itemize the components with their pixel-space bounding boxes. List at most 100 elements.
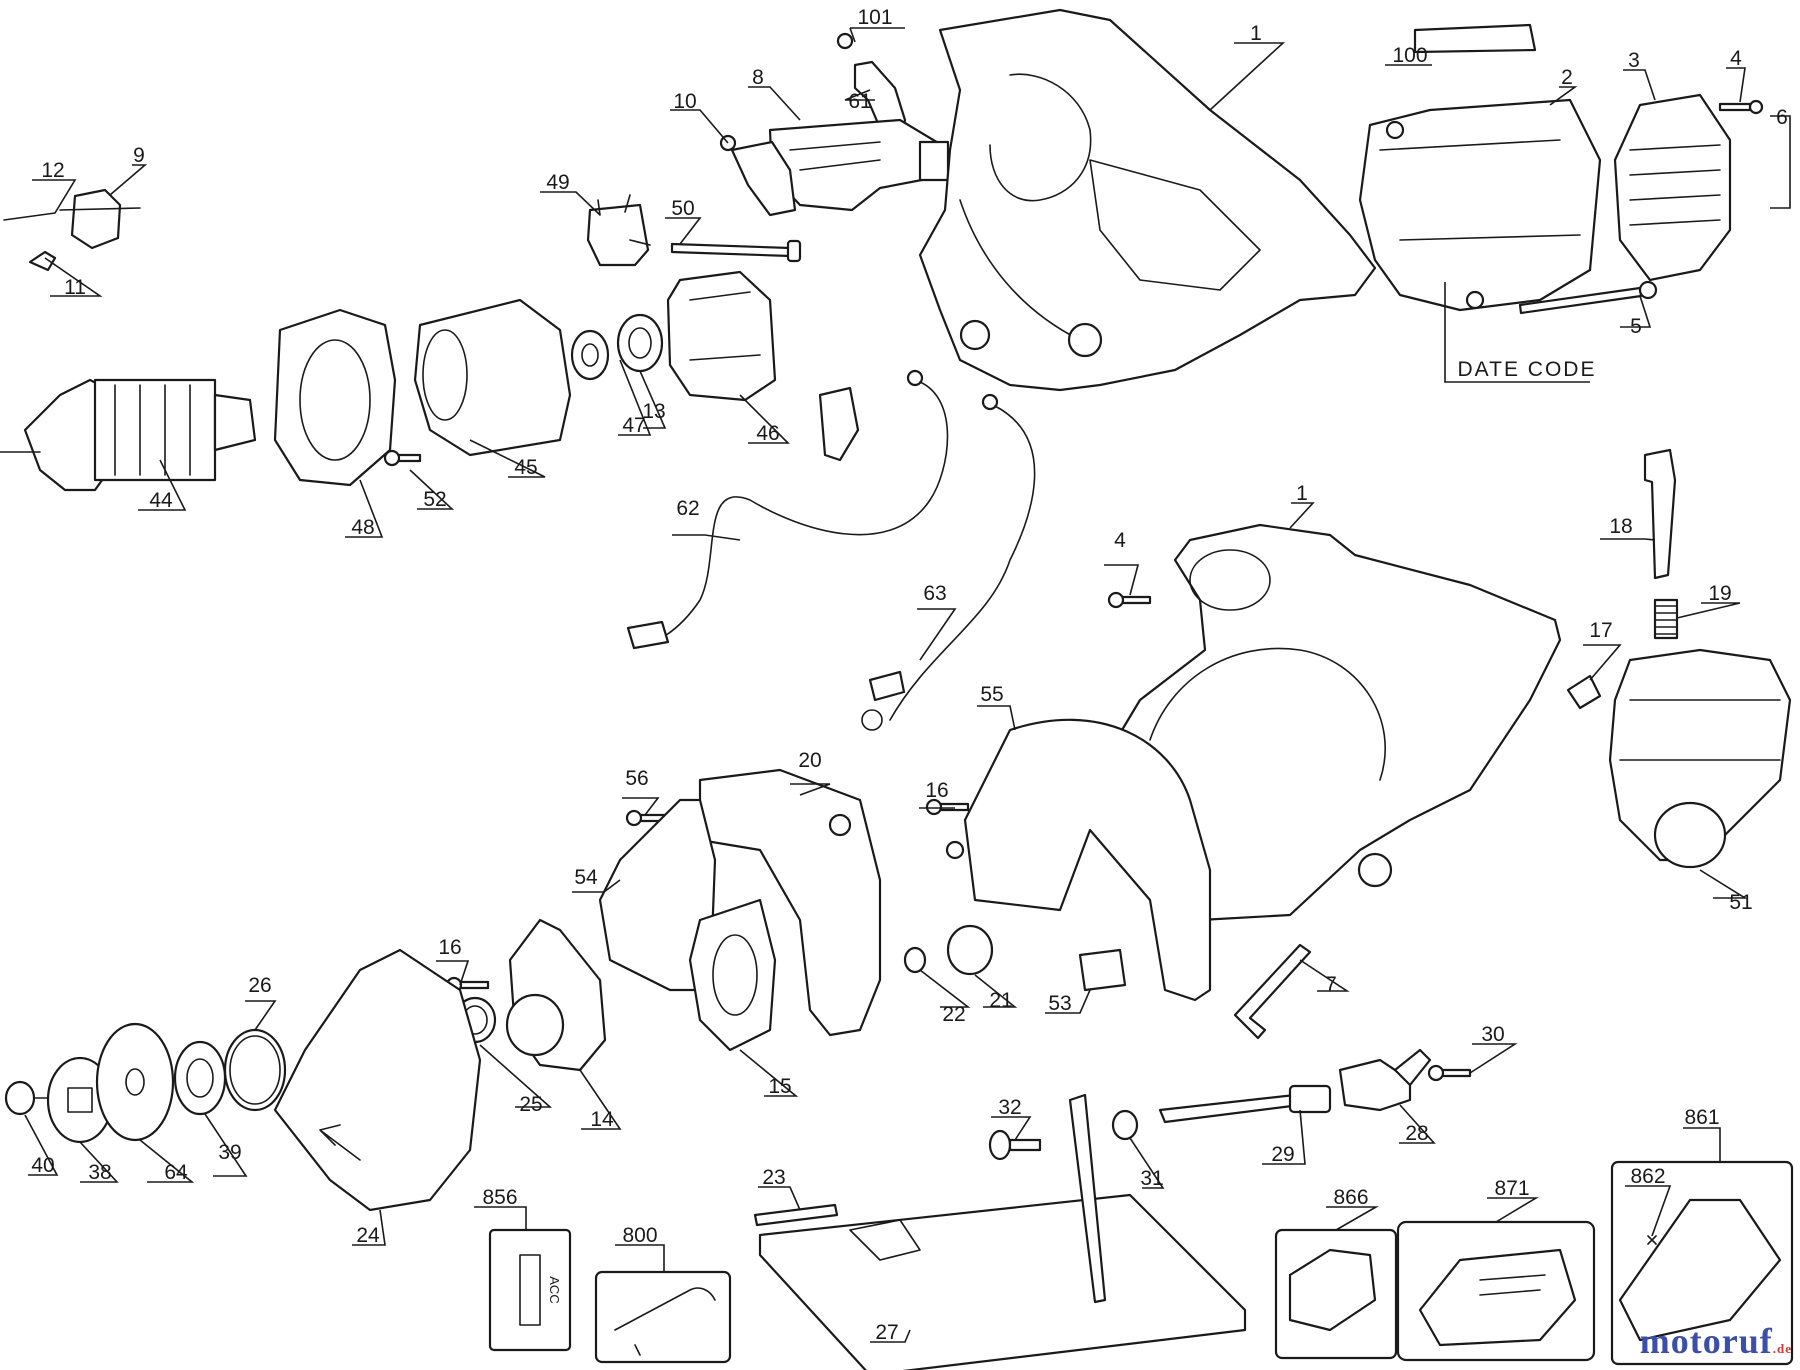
callout-100: 100	[1392, 44, 1427, 67]
part-28-cam-lever	[1338, 1048, 1432, 1112]
callout-23: 23	[762, 1166, 785, 1189]
callout-861: 861	[1684, 1106, 1719, 1129]
part-63-wire	[861, 393, 1036, 731]
callout-64: 64	[164, 1161, 188, 1184]
callout-22: 22	[942, 1003, 965, 1026]
callout-871: 871	[1494, 1177, 1529, 1200]
callout-39: 39	[218, 1141, 241, 1164]
part-4-screw-top	[1718, 99, 1764, 115]
part-856-acc-label	[488, 1228, 572, 1352]
callout-18: 18	[1609, 515, 1632, 538]
part-39-inner-washer	[173, 1040, 227, 1116]
part-terminal	[818, 386, 860, 462]
part-2-motor-housing	[1358, 98, 1602, 312]
callout-1-lower: 1	[1296, 482, 1308, 505]
part-24-lower-guard	[273, 948, 482, 1212]
callout-14: 14	[590, 1108, 614, 1131]
leader-lines	[24, 27, 1791, 1343]
part-26-ring	[223, 1028, 287, 1112]
part-53-clip	[1078, 948, 1127, 992]
callout-38: 38	[88, 1161, 111, 1184]
part-55-inner-guard	[945, 718, 1212, 1002]
callout-46: 46	[756, 422, 779, 445]
part-47-washer	[570, 329, 610, 381]
part-5-long-screw	[1518, 280, 1658, 315]
part-1-housing-upper	[918, 8, 1377, 392]
callout-26: 26	[248, 974, 271, 997]
watermark-text: motoruf	[1639, 1321, 1773, 1361]
callout-16-mid: 16	[925, 779, 948, 802]
callout-4-mid: 4	[1114, 529, 1126, 552]
part-7-hex-key	[1233, 943, 1312, 1040]
date-code-label: DATE CODE	[1458, 358, 1597, 381]
callout-12: 12	[41, 159, 64, 182]
callout-19: 19	[1708, 582, 1731, 605]
part-44-armature	[0, 378, 257, 492]
callout-13: 13	[642, 400, 665, 423]
callout-856: 856	[482, 1186, 517, 1209]
part-19-spring	[1653, 598, 1679, 640]
callout-48: 48	[351, 516, 374, 539]
callout-62: 62	[676, 497, 699, 520]
part-15-gasket	[688, 898, 777, 1052]
callout-54: 54	[574, 866, 598, 889]
part-13-bearing	[616, 313, 664, 373]
part-49-brush-holder	[586, 194, 651, 267]
part-12-pin	[3, 212, 56, 221]
callout-45: 45	[514, 456, 537, 479]
part-40-bolt	[4, 1080, 51, 1116]
part-871-charger	[1396, 1220, 1596, 1362]
part-11-clip	[28, 250, 57, 272]
part-32-pin	[988, 1129, 1042, 1161]
part-21-bushing	[946, 924, 994, 976]
callout-800: 800	[622, 1224, 657, 1247]
callout-15: 15	[768, 1075, 791, 1098]
callout-4-top: 4	[1730, 47, 1742, 70]
part-100-label	[1413, 23, 1537, 54]
callout-numbers: 101 1 100 3 4 2 6 8 61 10 12 9 49 50 11 …	[31, 6, 1788, 1344]
callout-24: 24	[356, 1224, 380, 1247]
part-22-washer	[903, 946, 927, 974]
callout-21: 21	[989, 989, 1012, 1012]
callout-5: 5	[1630, 315, 1642, 338]
part-64-blade	[95, 1022, 175, 1142]
part-27-shoe	[758, 1093, 1247, 1370]
callout-20: 20	[798, 749, 821, 772]
callout-10: 10	[673, 90, 696, 113]
callout-11: 11	[64, 276, 86, 299]
part-861-case	[1610, 1160, 1794, 1366]
callout-101: 101	[857, 6, 892, 29]
callout-53: 53	[1048, 992, 1071, 1015]
acc-label: ACC	[547, 1276, 562, 1303]
callout-16-low: 16	[438, 936, 461, 959]
callout-6: 6	[1776, 106, 1788, 129]
watermark-suffix: .de	[1772, 1341, 1792, 1356]
callout-3: 3	[1628, 49, 1640, 72]
watermark-logo: motoruf.de	[1640, 1320, 1792, 1362]
part-56-screw	[625, 809, 670, 827]
part-16-screw-a	[925, 798, 970, 816]
part-800-accessory	[594, 1270, 732, 1364]
callout-31: 31	[1140, 1167, 1163, 1190]
callout-8: 8	[752, 66, 764, 89]
callout-44: 44	[149, 489, 173, 512]
callout-866: 866	[1333, 1186, 1368, 1209]
callout-7: 7	[1325, 973, 1337, 996]
part-17-plate	[1566, 674, 1602, 710]
part-866-battery	[1274, 1228, 1398, 1360]
callout-40: 40	[31, 1154, 54, 1177]
callout-56: 56	[625, 767, 648, 790]
callout-52: 52	[423, 488, 446, 511]
callout-55: 55	[980, 683, 1003, 706]
part-50-long-screw	[670, 239, 802, 263]
callout-29: 29	[1271, 1143, 1294, 1166]
callout-9: 9	[133, 144, 145, 167]
part-51-gear-case	[1608, 648, 1792, 869]
part-46-motor-cap	[666, 270, 777, 402]
part-62-wire	[626, 369, 949, 650]
part-4-screw-mid	[1107, 591, 1152, 609]
part-18-lock-bar	[1643, 448, 1677, 580]
callout-51: 51	[1729, 891, 1752, 914]
callout-28: 28	[1405, 1122, 1428, 1145]
